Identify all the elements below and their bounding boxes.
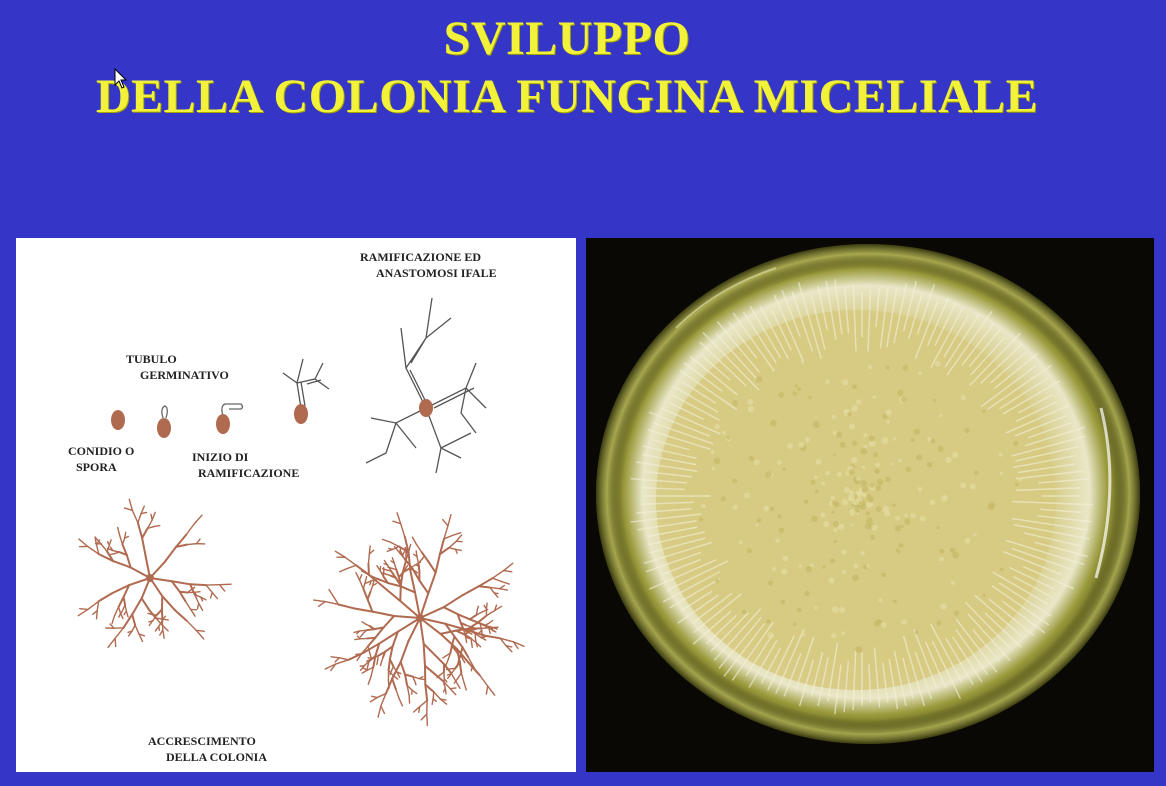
mouse-pointer-icon (114, 68, 128, 89)
label-tubulo-1: TUBULO (126, 352, 177, 366)
petri-dish-photo (586, 238, 1154, 772)
label-ramificazione-2: ANASTOMOSI IFALE (376, 266, 497, 280)
slide-title: SVILUPPO DELLA COLONIA FUNGINA MICELIALE (0, 10, 1134, 126)
label-ramificazione-1: RAMIFICAZIONE ED (360, 250, 482, 264)
label-inizio-1: INIZIO DI (192, 450, 249, 464)
spore (111, 410, 125, 430)
label-conidio-1: CONIDIO O (68, 444, 135, 458)
label-accrescimento-1: ACCRESCIMENTO (148, 734, 256, 748)
fungal-development-diagram: RAMIFICAZIONE ED ANASTOMOSI IFALE TUBULO… (16, 238, 576, 772)
label-accrescimento-2: DELLA COLONIA (166, 750, 268, 764)
anastomosis-hyphae (365, 297, 487, 474)
spore-germinating (157, 405, 171, 438)
petri-dish-illustration (596, 244, 1140, 744)
spore-branching-start (216, 403, 244, 434)
small-colony-hyphae (77, 498, 232, 649)
slide-title-line-2: DELLA COLONIA FUNGINA MICELIALE (95, 70, 1039, 123)
label-tubulo-2: GERMINATIVO (140, 368, 229, 382)
label-inizio-2: RAMIFICAZIONE (198, 466, 300, 480)
slide-title-line-1: SVILUPPO (443, 12, 691, 65)
diagram-drawing (77, 297, 525, 727)
spore-branched (282, 358, 330, 424)
label-conidio-2: SPORA (76, 460, 117, 474)
large-colony-hyphae (313, 512, 525, 727)
